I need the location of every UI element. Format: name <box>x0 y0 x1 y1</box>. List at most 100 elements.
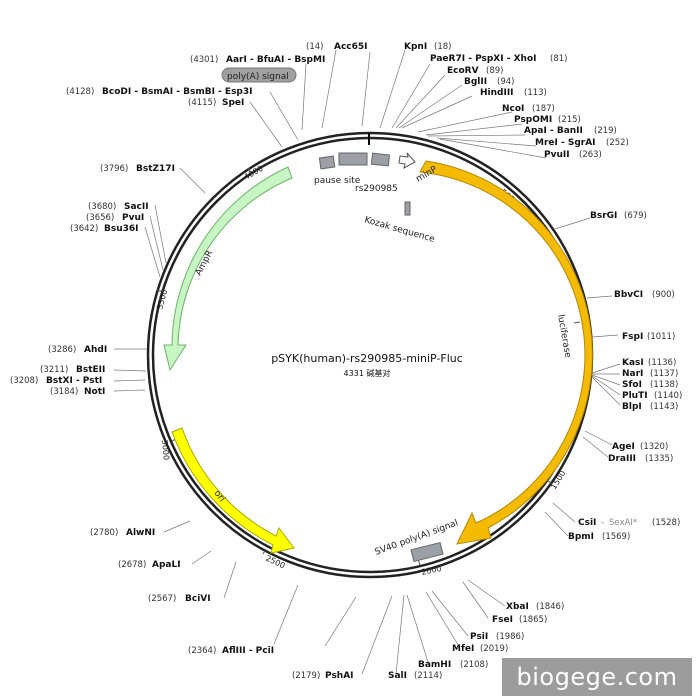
site-name: NotI <box>84 387 105 397</box>
site-name: PaeR7I - PspXI - XhoI <box>430 54 536 64</box>
site-name: BstXI - PstI <box>46 376 102 386</box>
site-pos: (18) <box>434 42 451 52</box>
site-pos: (2114) <box>414 671 442 681</box>
site-name: NcoI <box>502 104 524 114</box>
site-name: AlwNI <box>126 528 155 538</box>
site-name: SpeI <box>222 98 244 108</box>
luciferase-label: luciferase <box>555 314 573 359</box>
kozak-label: Kozak sequence <box>363 215 436 245</box>
tick-label-2500: 2500 <box>264 554 286 571</box>
site-name: NarI <box>622 369 643 379</box>
site-name: PluTI <box>622 391 648 401</box>
site-name: BglII <box>464 77 487 87</box>
site-name: ApaI - BanII <box>524 126 583 136</box>
site-pos: (1136) <box>648 358 676 368</box>
site-pos: (3208) <box>10 376 38 386</box>
site-pos: (2364) <box>188 646 216 656</box>
site-pos: (1569) <box>602 532 630 542</box>
site-name: KpnI <box>404 42 427 52</box>
site-pos: (900) <box>652 290 675 300</box>
site-pos: (1846) <box>536 602 564 612</box>
site-name: Acc65I <box>334 42 368 52</box>
watermark-logo: biogege.com <box>502 658 692 696</box>
site-name: AgeI <box>612 442 635 452</box>
site-pos: (14) <box>306 42 323 52</box>
site-pos: (1138) <box>650 380 678 390</box>
site-pos: (3211) <box>40 365 68 375</box>
site-leader-lines <box>113 49 621 675</box>
site-pos: (2780) <box>90 528 118 538</box>
site-name-secondary: - <box>601 518 604 528</box>
site-pos: (1865) <box>519 615 547 625</box>
site-name: BpmI <box>568 532 594 542</box>
site-pos: (2567) <box>148 594 176 604</box>
site-name: ApaLI <box>152 560 181 570</box>
site-name: PvuII <box>544 150 570 160</box>
site-name: BamHI <box>418 660 451 670</box>
polya-signal-top-box <box>318 155 336 170</box>
site-name: BsrGI <box>590 211 617 221</box>
site-name: AflIII - PciI <box>222 646 274 656</box>
tick-label-4000: 4000 <box>243 164 265 182</box>
site-pos: (215) <box>558 115 581 125</box>
site-pos: (1335) <box>645 454 673 464</box>
site-pos: (263) <box>579 150 602 160</box>
site-pos: (1143) <box>650 402 678 412</box>
site-pos: (3656) <box>86 213 114 223</box>
site-pos: (1140) <box>654 391 682 401</box>
site-pos: (3642) <box>70 224 98 234</box>
site-name: XbaI <box>506 602 529 612</box>
site-name: EcoRV <box>447 66 479 76</box>
site-name: BstEII <box>76 365 105 375</box>
site-pos: (2108) <box>460 660 488 670</box>
pause-site-label: pause site <box>314 176 361 186</box>
site-pos: (94) <box>497 77 514 87</box>
site-name: KasI <box>622 358 644 368</box>
minp-arrow <box>398 152 416 169</box>
site-pos: (3286) <box>48 345 76 355</box>
polya-signal-label: poly(A) signal <box>227 72 289 82</box>
site-name: AhdI <box>84 345 107 355</box>
site-name: MfeI <box>452 644 474 654</box>
site-name: BstZ17I <box>136 164 175 174</box>
restriction-sites: (4301) AarI - BfuAI - BspMI (14) Acc65I … <box>10 42 682 681</box>
site-name: PsiI <box>470 632 488 642</box>
site-name: FseI <box>492 615 513 625</box>
plasmid-name: pSYK(human)-rs290985-miniP-Fluc <box>271 352 463 365</box>
site-pos: (81) <box>550 54 567 64</box>
site-pos: (4128) <box>66 87 94 97</box>
site-pos: (219) <box>594 126 617 136</box>
site-name: FspI <box>622 332 643 342</box>
rs290985-label: rs290985 <box>355 184 398 194</box>
pause-site-box <box>338 152 368 166</box>
site-name: SalI <box>388 671 407 681</box>
site-name: BbvCI <box>614 290 643 300</box>
site-pos: (1011) <box>647 332 675 342</box>
site-name: CsiI <box>578 518 596 528</box>
site-pos: (252) <box>606 138 629 148</box>
site-name: Bsu36I <box>104 224 139 234</box>
site-name: MreI - SgrAI <box>535 138 596 148</box>
site-name: DraIII <box>608 454 636 464</box>
site-pos: (1986) <box>496 632 524 642</box>
site-pos: (3680) <box>88 202 116 212</box>
site-name: HindIII <box>480 88 514 98</box>
site-name: PspOMI <box>514 115 552 125</box>
site-pos: (1528) <box>652 518 680 528</box>
site-pos: (2179) <box>292 671 320 681</box>
site-name: BcoDI - BsmAI - BsmBI - Esp3I <box>102 87 252 97</box>
site-name: SacII <box>124 202 149 212</box>
site-pos: (1320) <box>640 442 668 452</box>
site-pos: (2678) <box>118 560 146 570</box>
site-pos: (679) <box>624 211 647 221</box>
ori-arrow <box>171 427 295 554</box>
ampr-arrow <box>163 166 293 372</box>
site-pos: (1137) <box>650 369 678 379</box>
polya-signal-pill <box>221 67 297 83</box>
sv40-box <box>410 541 444 563</box>
site-name: PvuI <box>122 213 144 223</box>
site-pos: (113) <box>524 88 547 98</box>
site-pos: (4301) <box>190 55 218 65</box>
tick-label-3000: 3000 <box>160 439 171 460</box>
